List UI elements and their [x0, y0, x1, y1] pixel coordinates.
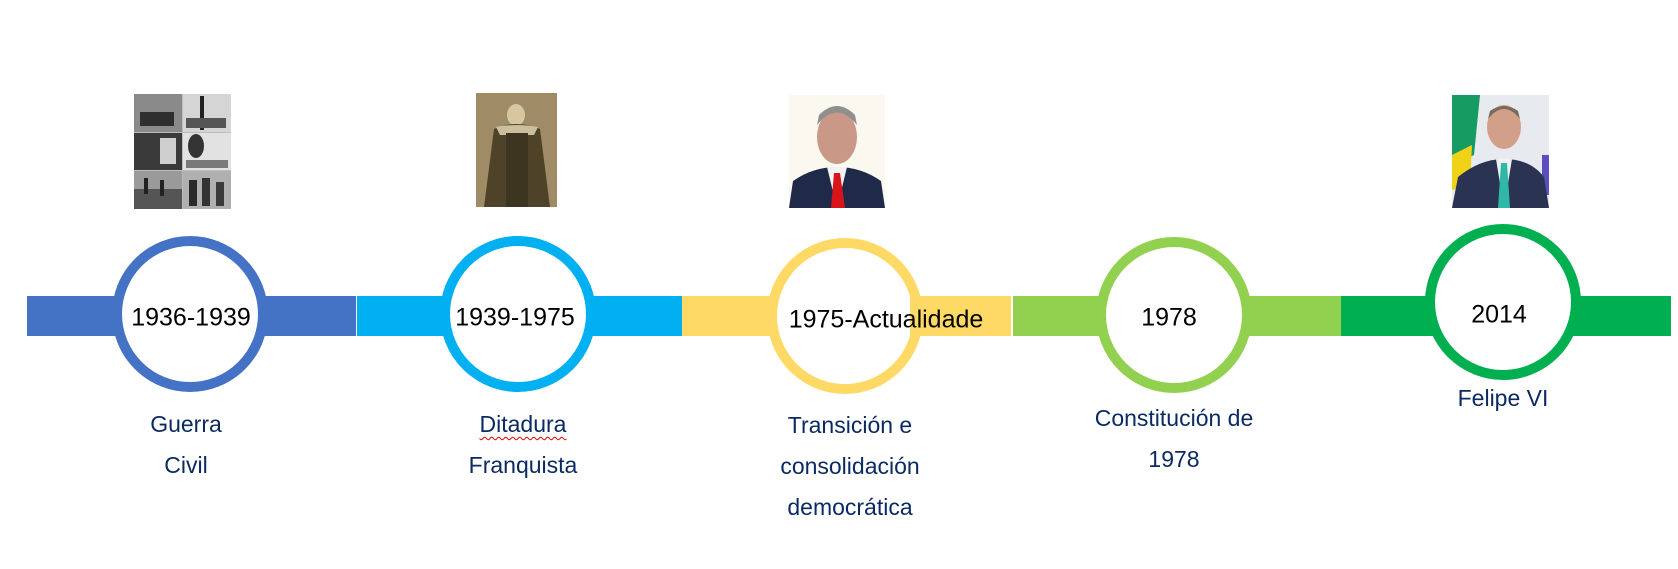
timeline-node-1978 — [1096, 237, 1252, 393]
timeline-node-1975-actualidade — [767, 238, 923, 394]
year-label: 1936-1939 — [131, 303, 251, 332]
event-label-ditadura-franquista: Ditadura Franquista — [468, 411, 578, 478]
spellcheck-underlined-word: Ditadura — [479, 411, 567, 437]
timeline-node-1936-1939 — [112, 236, 268, 392]
timeline-node-1939-1975 — [440, 236, 596, 392]
civil-war-photo-collage — [134, 94, 231, 209]
event-label-constitucion: Constitución de 1978 — [1094, 405, 1254, 472]
year-label: 1939-1975 — [455, 303, 575, 332]
year-label: 2014 — [1471, 300, 1527, 329]
year-label: 1975-Actualidade — [788, 305, 984, 334]
felipe-vi-portrait — [1452, 95, 1549, 208]
event-label-guerra-civil: Guerra Civil — [150, 411, 222, 478]
juan-carlos-portrait — [789, 95, 885, 208]
timeline-segment-3-overlap — [910, 296, 1011, 336]
year-label: 1978 — [1141, 303, 1197, 332]
timeline-node-2014 — [1425, 224, 1581, 380]
event-label-felipe-vi: Felipe VI — [1457, 385, 1549, 411]
franco-portrait — [476, 93, 557, 207]
event-label-transicion: Transición e consolidación democrática — [780, 412, 920, 520]
